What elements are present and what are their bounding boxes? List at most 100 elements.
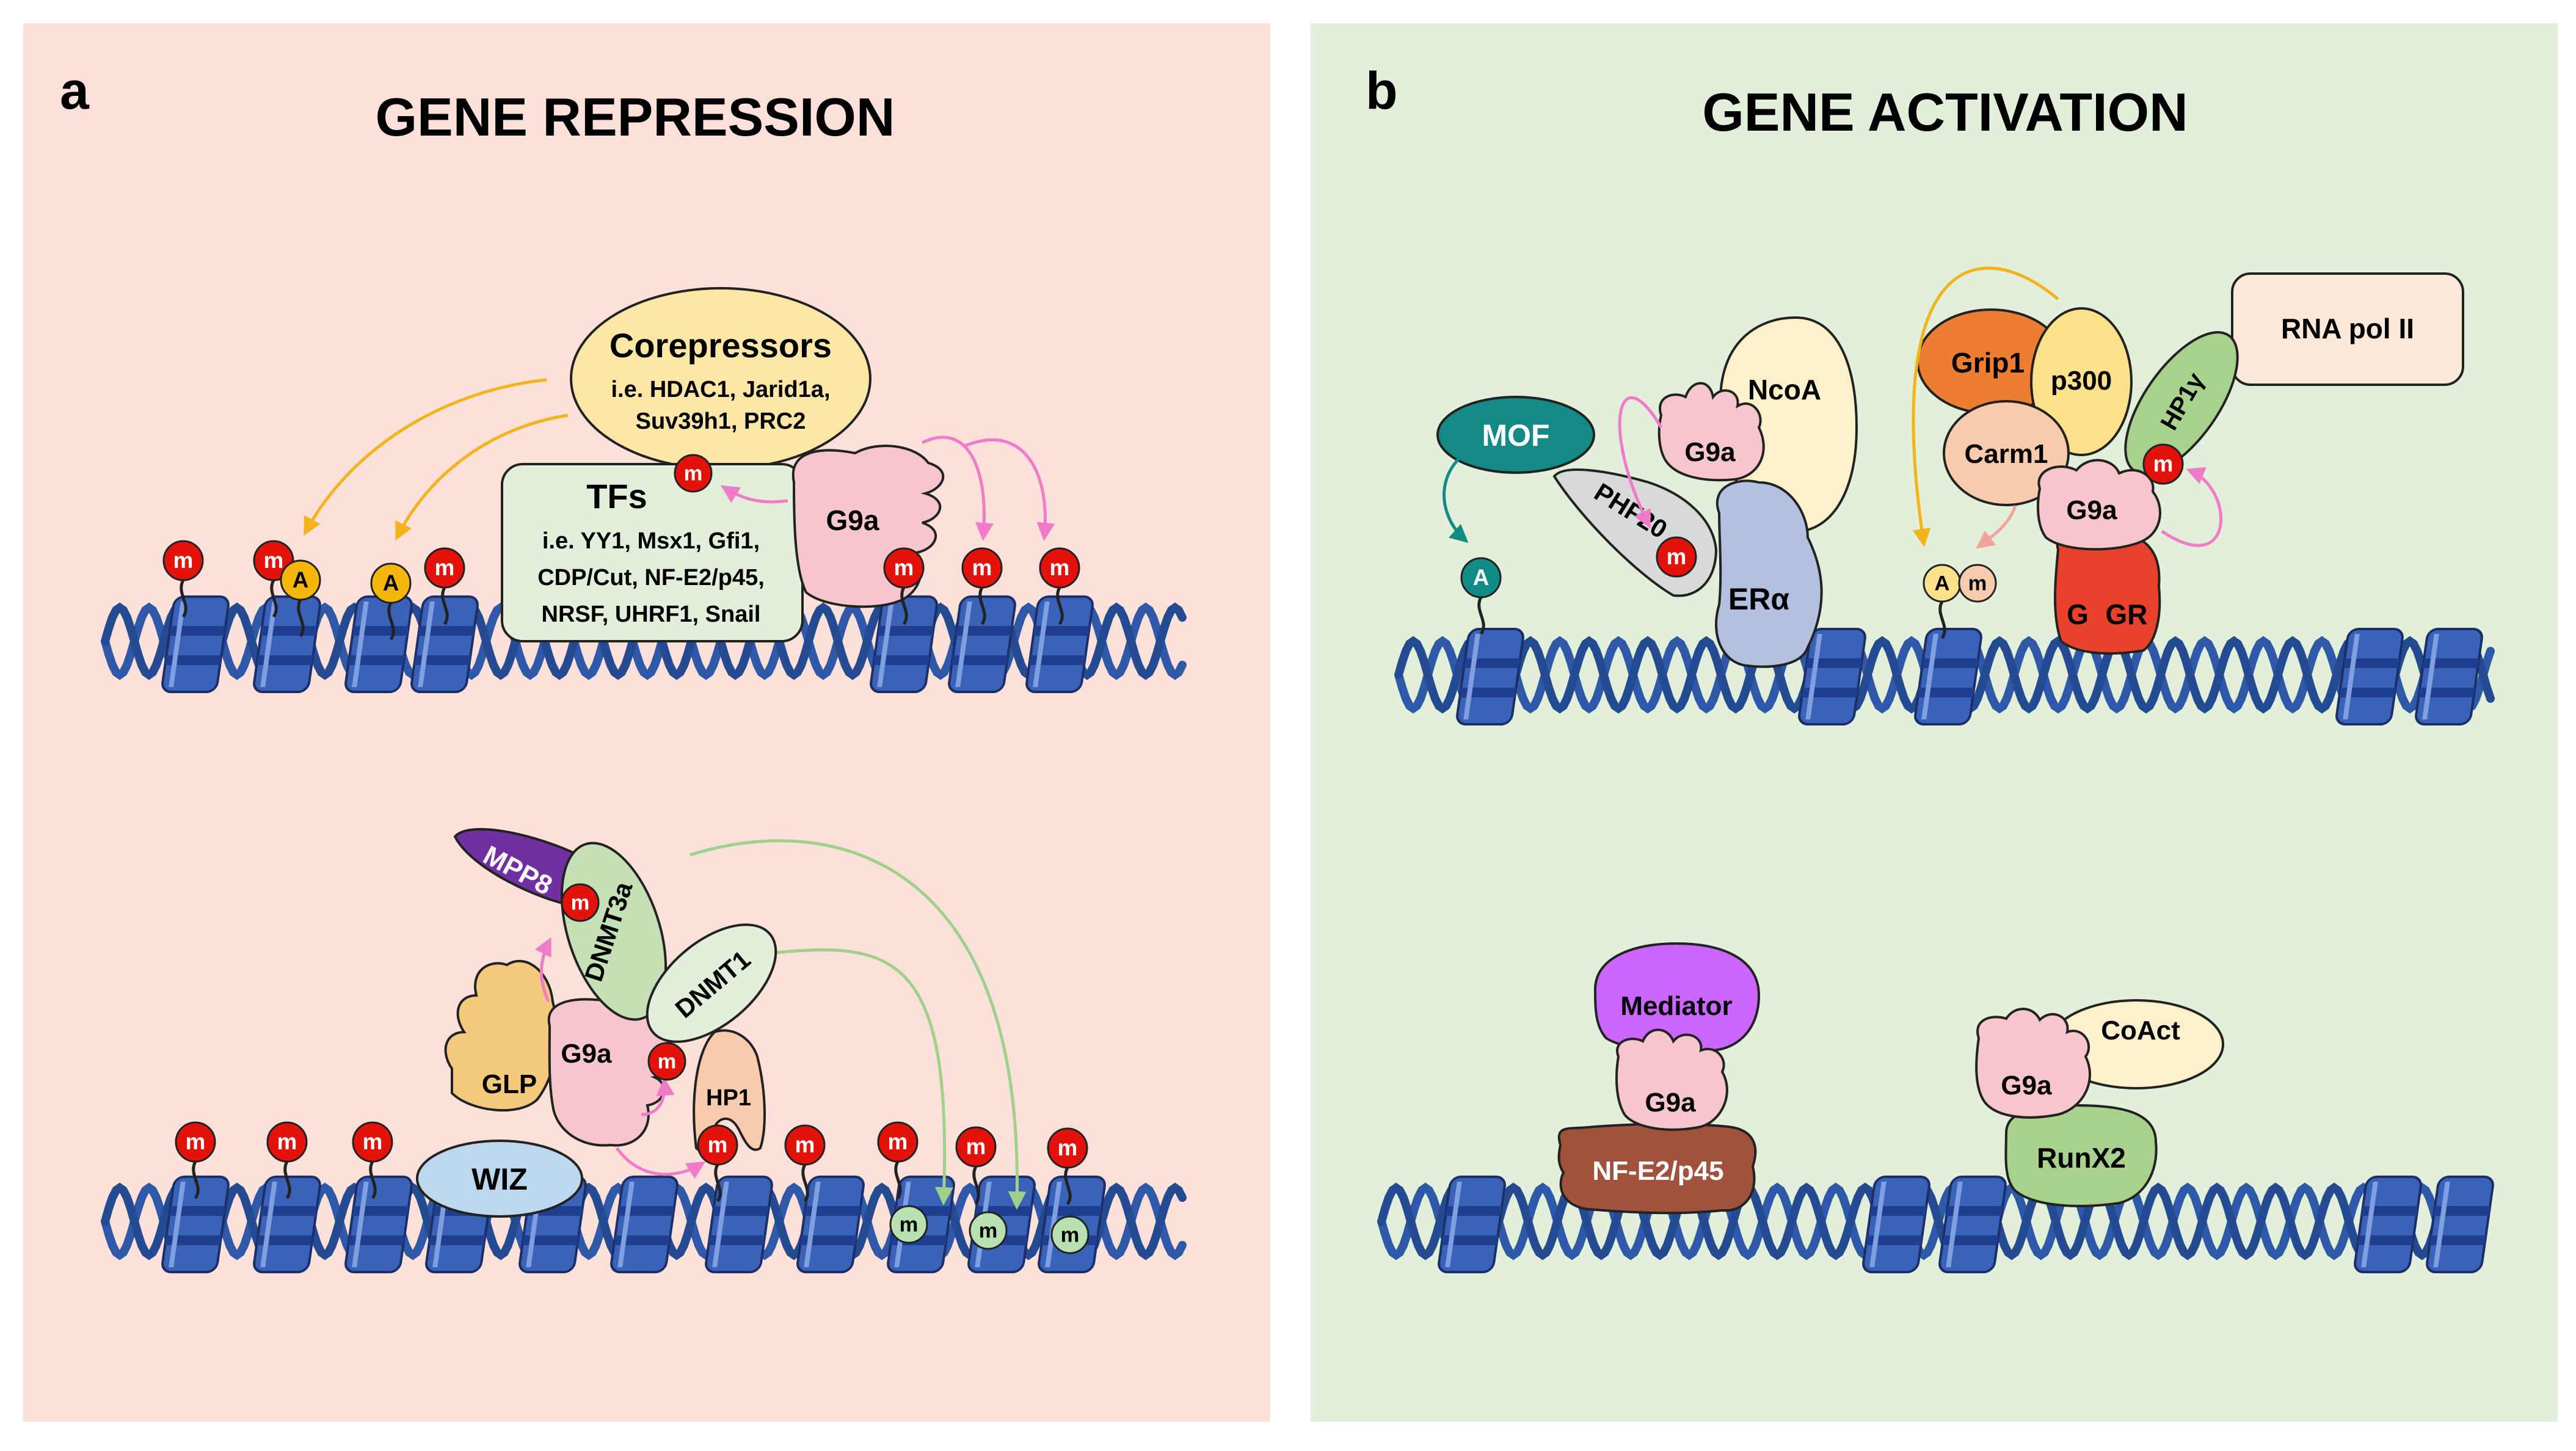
svg-text:m: m [1667, 544, 1687, 569]
svg-text:m: m [1061, 1223, 1080, 1246]
g9a-b-gr-label: G9a [2066, 495, 2117, 525]
nucleosome [870, 595, 938, 693]
nucleosome [1456, 628, 1524, 726]
p300-label: p300 [2051, 366, 2112, 396]
arrow-carm1-to-methyl [1976, 505, 2017, 549]
svg-text:m: m [894, 555, 914, 580]
carm1-protein [1943, 400, 2070, 506]
tfs-line-2: CDP/Cut, NF-E2/p45, [537, 565, 765, 591]
rna-pol-ii-label: RNA pol II [2281, 313, 2414, 344]
svg-text:m: m [186, 1129, 206, 1154]
nucleosome [796, 1176, 865, 1273]
arrow-g9a-to-phf20 [1618, 396, 1663, 529]
ncoa-label: NcoA [1748, 374, 1821, 405]
arrow-g9a-to-h3-2 [964, 438, 1055, 541]
svg-text:m: m [571, 891, 590, 914]
svg-text:m: m [435, 555, 455, 580]
dna-b-bottom-strand [1377, 1182, 2481, 1260]
dnmt1-protein [646, 923, 777, 1043]
glp-protein [444, 959, 558, 1112]
panel-b-letter: b [1366, 62, 1398, 120]
gr-label: GR [2106, 598, 2148, 630]
arrow-g9a-to-dnmt3a [534, 937, 551, 1003]
er-alpha-label: ERα [1728, 582, 1789, 616]
methyl-mark: m [162, 540, 204, 618]
methyl-mark: m [883, 547, 925, 625]
corepressors-line-1: i.e. HDAC1, Jarid1a, [611, 377, 830, 402]
arrow-g9a-to-h3-1 [921, 435, 994, 541]
hp1-label: HP1 [706, 1085, 751, 1111]
svg-text:m: m [173, 548, 194, 573]
runx2-label: RunX2 [2037, 1142, 2126, 1174]
methyl-mark: m [352, 1121, 393, 1199]
nucleosome [253, 1176, 321, 1273]
nfe2-label: NF-E2/p45 [1592, 1156, 1723, 1186]
methyl-mark: m [424, 547, 465, 625]
svg-text:A: A [1473, 565, 1490, 590]
svg-text:m: m [888, 1129, 908, 1154]
methyl-mark: m [266, 1121, 308, 1199]
svg-text:m: m [684, 462, 703, 485]
methyl-mark: m [1047, 1127, 1088, 1206]
acetyl-mark-mof: A [1460, 557, 1502, 635]
nucleosome [344, 595, 413, 693]
glp-label: GLP [482, 1069, 537, 1099]
svg-text:m: m [966, 1134, 986, 1159]
methyl-mark: m [961, 547, 1003, 625]
acetyl-mark: A [280, 559, 321, 638]
methyl-mark-carm1: m [1958, 564, 1997, 603]
nucleosome [161, 595, 230, 693]
panel-b-title: GENE ACTIVATION [1702, 82, 2188, 142]
g9a-b-mediator [1615, 1028, 1728, 1131]
nfe2-protein [1557, 1122, 1757, 1215]
nucleosome [2335, 628, 2404, 726]
er-alpha-protein [1715, 479, 1823, 668]
svg-text:m: m [1050, 555, 1070, 580]
nucleosome [410, 595, 479, 693]
corepressors-title: Corepressors [609, 326, 832, 365]
methyl-mark-dnmt1: m [647, 1042, 686, 1081]
rna-pol-ii-box [2231, 272, 2464, 386]
arrow-g9a-to-h3-bottom [615, 1147, 706, 1179]
g9a-bottom-a-label: G9a [561, 1039, 612, 1069]
methyl-mark: m [175, 1121, 216, 1199]
nucleosome [2354, 1176, 2422, 1273]
dna-methyl-mark: m [889, 1205, 928, 1244]
methyl-mark-phf20: m [1656, 536, 1697, 578]
nucleosome [253, 595, 321, 693]
svg-text:m: m [972, 555, 992, 580]
svg-text:m: m [1058, 1135, 1078, 1160]
nucleosome [705, 1176, 773, 1273]
nucleosome [2426, 1176, 2494, 1273]
panel-a-title: GENE REPRESSION [376, 87, 895, 147]
arrow-g9a-to-hp1y-mark [2161, 467, 2223, 547]
g9a-b-gr [2037, 459, 2161, 551]
svg-text:m: m [708, 1132, 728, 1157]
mof-label: MOF [1482, 418, 1549, 453]
svg-text:m: m [900, 1213, 919, 1236]
svg-text:m: m [979, 1219, 998, 1242]
svg-text:m: m [2153, 451, 2174, 476]
svg-text:m: m [795, 1132, 815, 1157]
arrow-g9a-to-tf [720, 485, 788, 504]
arrow-mof-to-acetyl [1443, 457, 1469, 543]
nucleosome [161, 1176, 230, 1273]
methyl-mark: m [877, 1121, 919, 1199]
g9a-top-a-label: G9a [826, 504, 879, 536]
g9a-b-runx2 [1975, 1008, 2092, 1119]
methyl-mark: m [1039, 547, 1080, 625]
corepressors-line-2: Suv39h1, PRC2 [636, 409, 806, 434]
carm1-label: Carm1 [1965, 439, 2048, 469]
svg-text:m: m [658, 1050, 677, 1073]
p300-protein [2030, 307, 2133, 456]
methyl-mark-dnmt3a: m [561, 883, 600, 922]
mof-protein [1436, 396, 1595, 474]
nucleosome [610, 1176, 679, 1273]
svg-text:m: m [1968, 572, 1987, 595]
dna-methyl-mark: m [1050, 1215, 1090, 1254]
g9a-b-runx2-label: G9a [2001, 1071, 2052, 1100]
nucleosome [1025, 595, 1094, 693]
arrow-corepressor-to-acetyl-1 [304, 378, 547, 536]
